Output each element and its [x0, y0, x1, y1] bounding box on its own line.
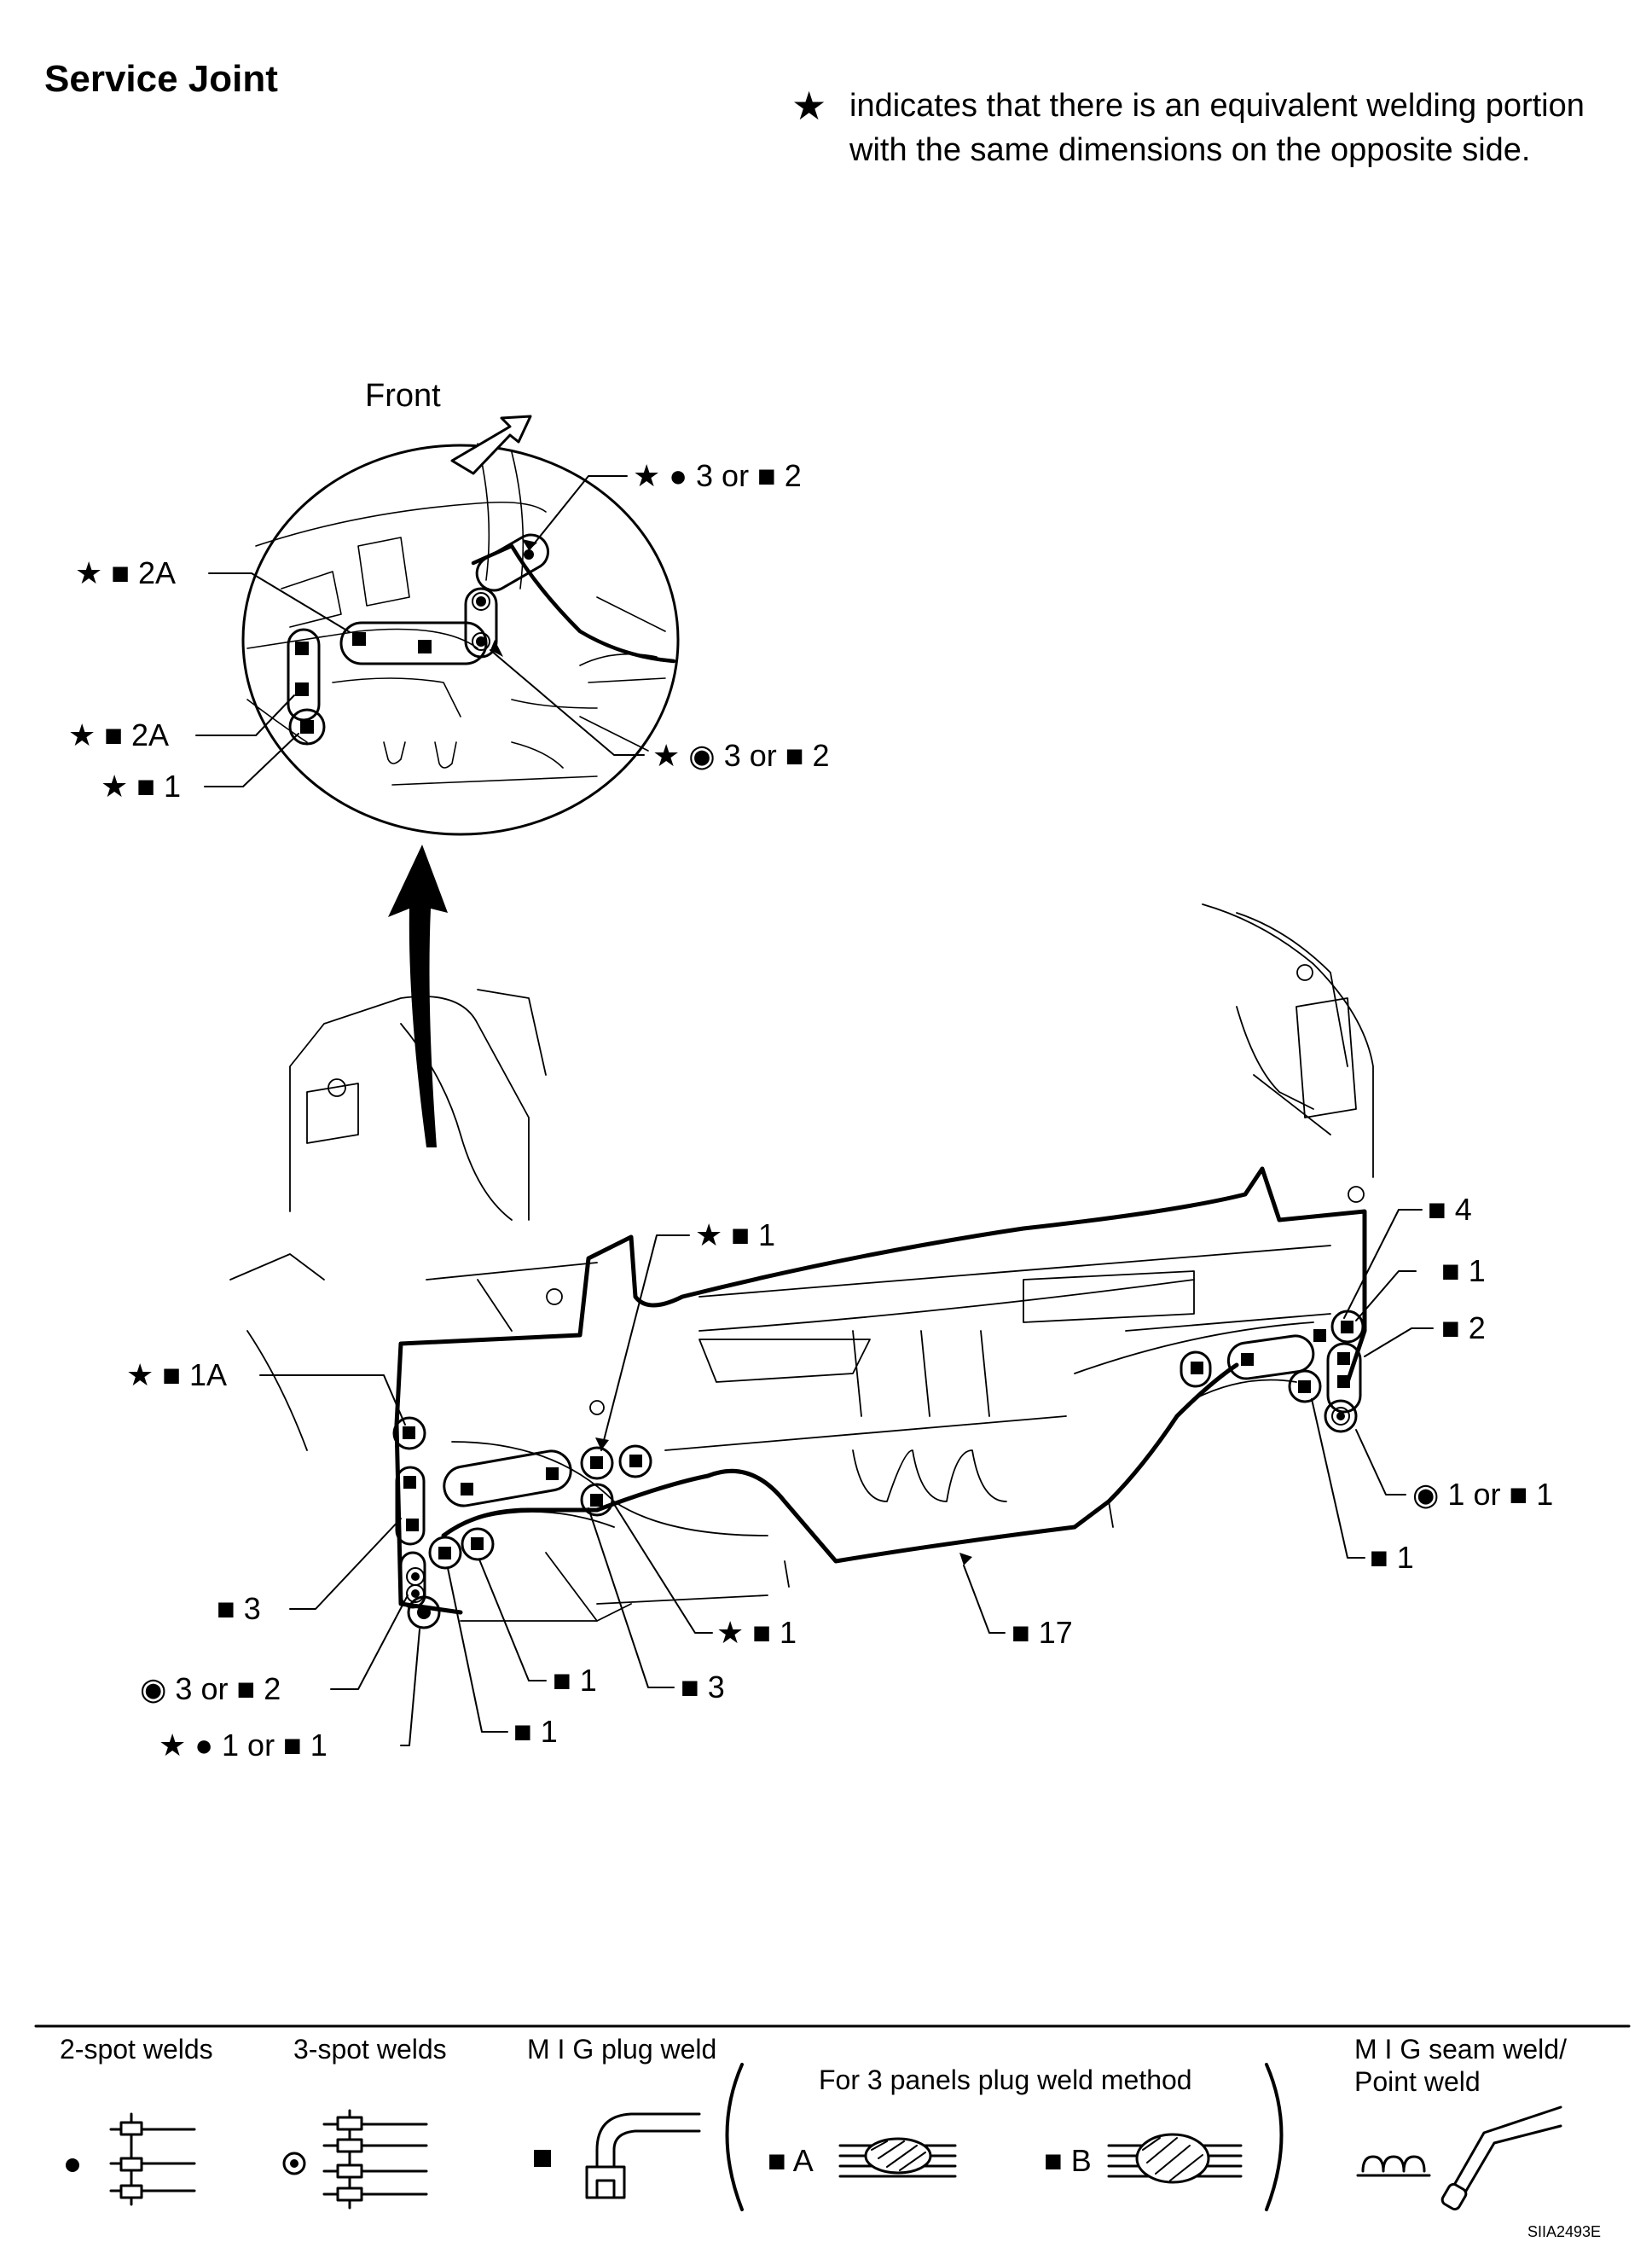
callout-weld-4: ■ 4: [1428, 1192, 1472, 1227]
callout-weld-top: ★ ● 3 or ■ 2: [633, 458, 802, 493]
callout-weld-2a-lower: ★ ■ 2A: [68, 717, 170, 752]
callout-weld-1-low: ■ 1: [513, 1714, 558, 1749]
weld-marks: [403, 1321, 1353, 1619]
front-label: Front: [365, 378, 441, 414]
callout-weld-1-top: ★ ■ 1: [695, 1217, 776, 1252]
callout-weld-1-lower-right: ■ 1: [1370, 1540, 1414, 1575]
callout-weld-1-detail: ★ ■ 1: [101, 769, 182, 804]
legend-three-panels: For 3 panels plug weld method: [819, 2065, 1192, 2095]
callout-weld-3-or-2: ◉ 3 or ■ 2: [140, 1671, 281, 1706]
page-title: Service Joint: [44, 58, 278, 100]
callout-weld-3-left: ■ 3: [217, 1591, 261, 1626]
note-line-2: with the same dimensions on the opposite…: [849, 132, 1531, 168]
legend-method-a: ■ A: [768, 2143, 814, 2178]
star-icon: ★: [791, 84, 827, 128]
callout-weld-2a-upper: ★ ■ 2A: [75, 555, 177, 590]
figure-code: SIIA2493E: [1527, 2223, 1601, 2240]
callout-weld-1-or-1-right: ◉ 1 or ■ 1: [1412, 1477, 1554, 1512]
legend-three-spot: 3-spot welds: [293, 2034, 447, 2065]
callout-weld-1-or-1-left: ★ ● 1 or ■ 1: [159, 1728, 328, 1763]
legend-mig-seam-1: M I G seam weld/: [1354, 2034, 1567, 2065]
callout-weld-1-right: ■ 1: [1441, 1253, 1486, 1288]
leader-lines: [195, 475, 1434, 1746]
callout-weld-3spot: ★ ◉ 3 or ■ 2: [652, 738, 830, 773]
callout-weld-17: ■ 17: [1011, 1615, 1073, 1650]
body-heavy-outline: [394, 1166, 1367, 1615]
weld-outlines: [392, 1310, 1365, 1629]
legend-two-spot: 2-spot welds: [60, 2034, 213, 2065]
note-line-1: indicates that there is an equivalent we…: [849, 88, 1585, 124]
legend-mig-plug: M I G plug weld: [527, 2034, 717, 2065]
legend-mig-seam-2: Point weld: [1354, 2066, 1481, 2097]
callout-weld-1-mid: ■ 1: [553, 1663, 597, 1698]
front-arrow-icon: [450, 415, 532, 475]
detail-view: [241, 443, 680, 836]
callout-weld-2-right: ■ 2: [1441, 1310, 1486, 1345]
callout-weld-1a: ★ ■ 1A: [126, 1357, 228, 1392]
legend-method-b: ■ B: [1044, 2143, 1092, 2178]
legend-symbols: [66, 2063, 1562, 2211]
callout-weld-3-mid: ■ 3: [681, 1670, 725, 1705]
callout-weld-1-star-mid: ★ ■ 1: [716, 1615, 797, 1650]
body-detail-lines: [229, 903, 1374, 1622]
